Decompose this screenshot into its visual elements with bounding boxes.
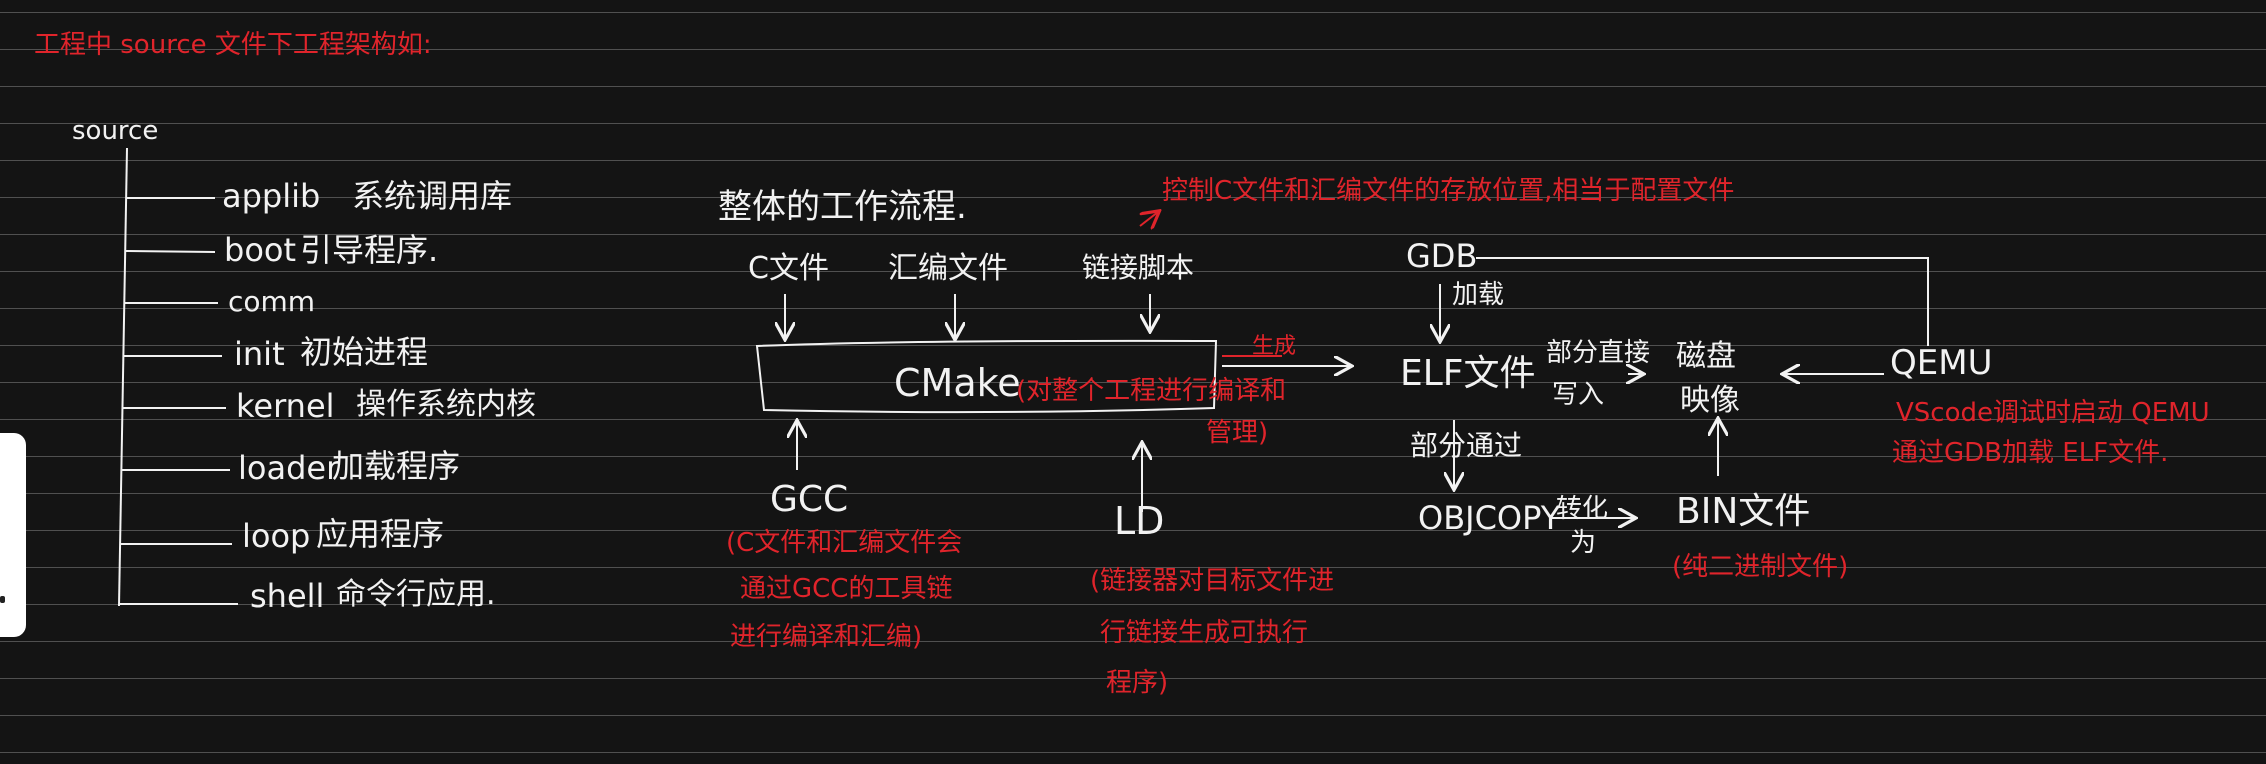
gcc-note-line1: (C文件和汇编文件会 — [726, 528, 963, 558]
ruled-line — [0, 382, 2266, 383]
gcc-note-line3: 进行编译和汇编) — [730, 622, 923, 652]
objcopy-label: OBJCOPY — [1418, 499, 1561, 537]
gdb-label: GDB — [1406, 237, 1478, 275]
ruled-line — [0, 271, 2266, 272]
side-panel-handle[interactable] — [0, 433, 26, 637]
tree-item-name: loader — [238, 449, 340, 487]
tree-item-desc: 系统调用库 — [352, 177, 513, 215]
gcc-note-line2: 通过GCC的工具链 — [740, 574, 953, 604]
ruled-line — [0, 160, 2266, 161]
ruled-line — [0, 641, 2266, 642]
direct-write-line1: 部分直接 — [1546, 338, 1651, 368]
tree-item-name: kernel — [236, 387, 335, 425]
cmake-box — [755, 339, 1218, 414]
ruled-line — [0, 493, 2266, 494]
disk-image-line1: 磁盘 — [1676, 339, 1736, 374]
c-file-label: C文件 — [748, 251, 829, 286]
ruled-line — [0, 419, 2266, 420]
tree-item-name: applib — [222, 177, 321, 215]
ruled-line — [0, 12, 2266, 13]
workflow-title: 整体的工作流程. — [718, 187, 967, 227]
load-label: 加载 — [1452, 280, 1505, 310]
ruled-line — [0, 345, 2266, 346]
tree-item-name: loop — [242, 517, 311, 555]
gcc-label: GCC — [770, 479, 849, 520]
ld-note-line1: (链接器对目标文件进 — [1090, 566, 1335, 596]
ruled-line — [0, 715, 2266, 716]
ruled-line — [0, 604, 2266, 605]
page-heading: 工程中 source 文件下工程架构如: — [34, 30, 432, 60]
cmake-note-line2: 管理) — [1206, 418, 1269, 448]
tree-item-name: shell — [250, 577, 325, 615]
ruled-line — [0, 567, 2266, 568]
ruled-line — [0, 123, 2266, 124]
tree-item-desc: 操作系统内核 — [356, 387, 536, 422]
convert-line2: 为 — [1570, 528, 1597, 558]
elf-label: ELF文件 — [1400, 353, 1536, 394]
qemu-label: QEMU — [1890, 343, 1993, 383]
ruled-line — [0, 234, 2266, 235]
ruled-line — [0, 530, 2266, 531]
tree-item-desc: 命令行应用. — [336, 577, 496, 612]
bin-label: BIN文件 — [1676, 491, 1811, 532]
tree-item-name: comm — [228, 285, 316, 318]
ruled-line — [0, 86, 2266, 87]
ruled-line — [0, 49, 2266, 50]
tree-item-name: init — [234, 335, 285, 373]
tree-root: source — [72, 116, 159, 146]
ld-note-line3: 程序) — [1106, 668, 1169, 698]
cmake-label: CMake — [894, 361, 1021, 405]
tree-item-desc: 应用程序 — [316, 515, 445, 553]
tree-item-desc: 加载程序 — [332, 447, 461, 485]
bin-note: (纯二进制文件) — [1672, 552, 1849, 582]
convert-line1: 转化 — [1556, 494, 1609, 524]
qemu-note-line2: 通过GDB加载 ELF文件. — [1892, 438, 2169, 468]
tree-item-desc: 引导程序. — [300, 231, 439, 269]
ruled-line — [0, 308, 2266, 309]
cmake-note-line1: (对整个工程进行编译和 — [1016, 376, 1287, 406]
handle-dot — [0, 596, 5, 603]
direct-write-line2: 写入 — [1552, 380, 1605, 410]
disk-image-line2: 映像 — [1680, 383, 1740, 418]
tree-item-name: boot — [224, 231, 297, 269]
tree-item-desc: 初始进程 — [300, 333, 429, 371]
generate-label: 生成 — [1252, 334, 1297, 359]
ld-note-line2: 行链接生成可执行 — [1100, 618, 1309, 648]
ld-label: LD — [1114, 499, 1165, 543]
ruled-line — [0, 197, 2266, 198]
link-script-label: 链接脚本 — [1082, 251, 1195, 284]
tree-lines — [118, 147, 238, 607]
ruled-line — [0, 678, 2266, 679]
link-script-note: 控制C文件和汇编文件的存放位置,相当于配置文件 — [1162, 176, 1735, 206]
partial-via-label: 部分通过 — [1410, 429, 1523, 462]
qemu-note-line1: VScode调试时启动 QEMU — [1896, 398, 2210, 428]
asm-file-label: 汇编文件 — [888, 251, 1008, 286]
ruled-line — [0, 752, 2266, 753]
